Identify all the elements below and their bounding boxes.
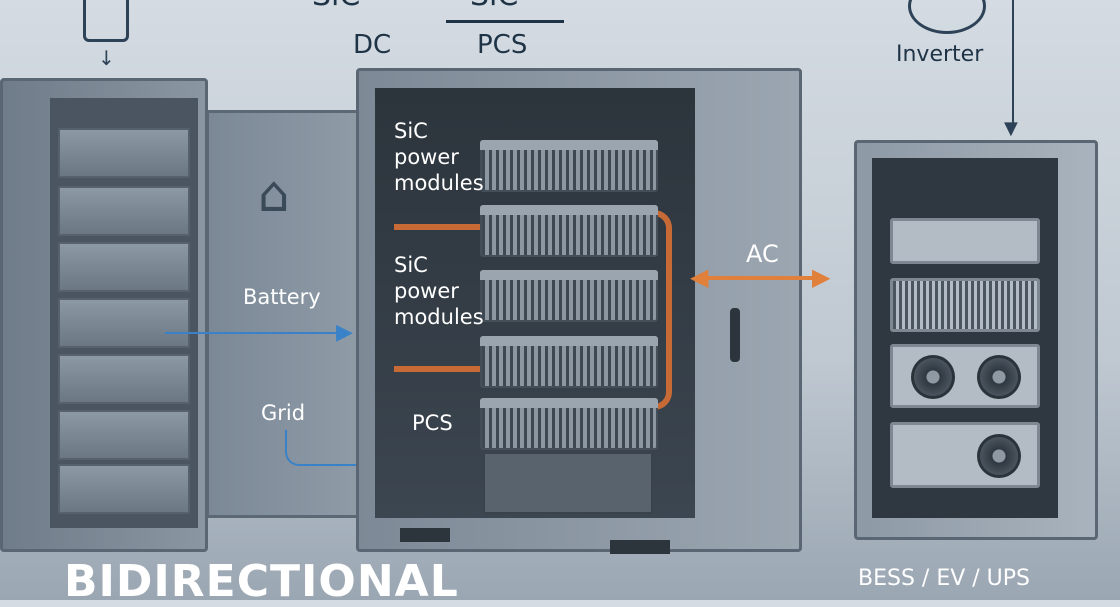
arrow-right-icon: ▶ xyxy=(812,263,831,291)
sic-label-partial-center: SiC xyxy=(470,0,518,13)
battery-drawer xyxy=(58,410,190,460)
cabinet-door xyxy=(206,110,362,518)
sic-power-module xyxy=(480,140,658,192)
fan-icon xyxy=(977,355,1021,399)
battery-drawer xyxy=(58,464,190,514)
transmission-tower-icon: ⌂ xyxy=(258,165,290,223)
ac-label: AC xyxy=(746,240,779,268)
sic-power-module xyxy=(480,270,658,322)
pcs-label: PCS xyxy=(412,411,453,435)
dc-label: DC xyxy=(353,30,392,60)
inverter-label: Inverter xyxy=(896,42,984,67)
copper-busbar xyxy=(394,224,484,230)
sic-power-module xyxy=(480,205,658,257)
applications-label: BESS / EV / UPS xyxy=(858,566,1031,591)
sic-modules-label-1: SiC power modules xyxy=(394,119,484,195)
diode-icon xyxy=(908,0,986,34)
cabinet-handle xyxy=(730,308,740,362)
battery-drawer xyxy=(58,128,190,178)
sic-label-partial-left: SiC xyxy=(312,0,360,13)
arrow-right-icon: ▶ xyxy=(336,320,353,345)
copper-busbar xyxy=(394,366,484,372)
arrow-down-icon: ↓ xyxy=(98,46,115,70)
grid-label: Grid xyxy=(261,401,306,425)
battery-drawer xyxy=(58,354,190,404)
fraction-bar xyxy=(446,20,564,23)
pcs-top-label: PCS xyxy=(477,30,528,60)
vent-slot xyxy=(610,540,670,554)
rack-unit xyxy=(890,344,1040,408)
battery-arrow xyxy=(165,332,345,334)
arrow-down-icon: ▼ xyxy=(1004,118,1018,139)
pcs-controller-unit xyxy=(483,452,653,514)
vent-slot xyxy=(400,528,450,542)
inverter-line xyxy=(1012,0,1014,130)
battery-drawer xyxy=(58,298,190,348)
sic-power-module xyxy=(480,398,658,450)
battery-drawer xyxy=(58,242,190,292)
battery-drawer xyxy=(58,186,190,236)
rack-unit xyxy=(890,218,1040,264)
sic-power-module xyxy=(480,336,658,388)
fan-icon xyxy=(977,434,1021,478)
arrow-left-icon: ◀ xyxy=(690,263,709,291)
sic-modules-label-2: SiC power modules xyxy=(394,253,484,329)
battery-label: Battery xyxy=(243,285,321,309)
rack-unit xyxy=(890,278,1040,332)
bidirectional-title: BIDIRECTIONAL xyxy=(64,556,459,607)
ac-bidirectional-arrow xyxy=(702,276,822,280)
document-icon xyxy=(83,0,129,42)
rack-unit xyxy=(890,422,1040,488)
fan-icon xyxy=(911,355,955,399)
